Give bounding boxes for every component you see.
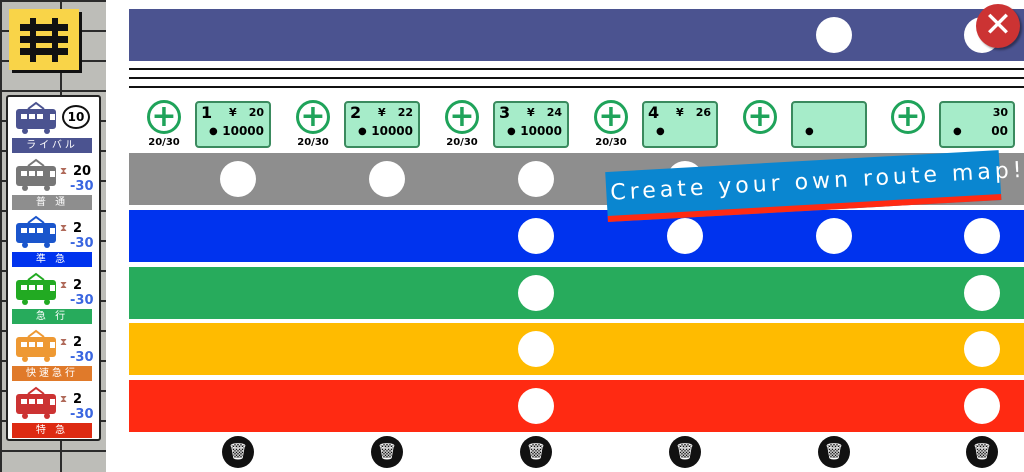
stop-marker[interactable] [369, 161, 405, 197]
stop-marker[interactable] [518, 388, 554, 424]
station-number: 3 [499, 103, 511, 122]
stop-marker[interactable] [816, 17, 852, 53]
stop-marker[interactable] [964, 218, 1000, 254]
fare: 22 [397, 106, 413, 119]
hourglass-icon: ⧗ [60, 337, 68, 348]
trash-icon[interactable]: 🗑 [669, 436, 701, 468]
stop-marker[interactable] [667, 218, 703, 254]
stop-marker[interactable] [518, 275, 554, 311]
train-count: 2 [73, 278, 83, 293]
fare: 26 [695, 106, 711, 119]
train-type-label: 準 急 [12, 252, 92, 267]
semi-express-lane[interactable] [129, 210, 1024, 262]
train-type-label: 急 行 [12, 309, 92, 324]
train-count: 2 [73, 335, 83, 350]
person-icon: ● [805, 126, 814, 137]
express-lane[interactable] [129, 267, 1024, 319]
rival-label: ライバル [12, 138, 92, 153]
station-card[interactable]: 2 ¥22 ● 10000 [344, 101, 420, 148]
fare: 20 [248, 106, 264, 119]
plus-circle-icon[interactable]: + [296, 100, 330, 134]
stop-marker[interactable] [518, 331, 554, 367]
stop-marker[interactable] [518, 218, 554, 254]
train-type-label: 普 通 [12, 195, 92, 210]
hourglass-icon: ⧗ [60, 223, 68, 234]
train-type-label: 快速急行 [12, 366, 92, 381]
station-card[interactable]: ● [791, 101, 867, 148]
hourglass-icon: ⧗ [60, 166, 68, 177]
trash-icon[interactable]: 🗑 [222, 436, 254, 468]
rival-train[interactable]: 10 ライバル [10, 99, 99, 154]
station-capacity: 20/30 [595, 137, 627, 148]
plus-circle-icon[interactable]: + [743, 100, 777, 134]
limited-express-lane[interactable] [129, 380, 1024, 432]
station-card[interactable]: 3 ¥24 ● 10000 [493, 101, 569, 148]
person-icon: ● [953, 126, 962, 137]
plus-circle-icon[interactable]: + [445, 100, 479, 134]
train-cost: -30 [70, 293, 94, 308]
train-cost: -30 [70, 350, 94, 365]
railway-track-icon[interactable] [9, 9, 79, 70]
station-card[interactable]: 4 ¥26 ● [642, 101, 718, 148]
plus-circle-icon[interactable]: + [147, 100, 181, 134]
fare: 30 [992, 106, 1008, 119]
station-card[interactable]: 30 ● 00 [939, 101, 1015, 148]
rival-count: 10 [62, 105, 90, 129]
station-capacity: 20/30 [148, 137, 180, 148]
divider [129, 77, 1024, 79]
yen-icon: ¥ [676, 106, 684, 119]
rival-lane[interactable] [129, 9, 1024, 61]
yen-icon: ¥ [229, 106, 237, 119]
plus-circle-icon[interactable]: + [594, 100, 628, 134]
train-count: 2 [73, 392, 83, 407]
hourglass-icon: ⧗ [60, 280, 68, 291]
passengers: 10000 [371, 124, 413, 138]
person-icon: ● [507, 126, 516, 137]
train-cost: -30 [70, 407, 94, 422]
train-cost: -30 [70, 236, 94, 251]
passengers: 00 [991, 124, 1008, 138]
train-cost: -30 [70, 179, 94, 194]
close-icon[interactable]: ✕ [976, 4, 1020, 48]
rapid-express-lane[interactable] [129, 323, 1024, 375]
yen-icon: ¥ [378, 106, 386, 119]
plus-circle-icon[interactable]: + [891, 100, 925, 134]
trash-icon[interactable]: 🗑 [520, 436, 552, 468]
station-number: 2 [350, 103, 362, 122]
person-icon: ● [209, 126, 218, 137]
trash-icon[interactable]: 🗑 [818, 436, 850, 468]
person-icon: ● [656, 126, 665, 137]
stop-marker[interactable] [816, 218, 852, 254]
stop-marker[interactable] [220, 161, 256, 197]
station-capacity: 20/30 [446, 137, 478, 148]
divider [129, 86, 1024, 88]
station-number: 1 [201, 103, 213, 122]
train-type-label: 特 急 [12, 423, 92, 438]
divider [129, 68, 1024, 70]
fare: 24 [546, 106, 562, 119]
yen-icon: ¥ [527, 106, 535, 119]
station-card[interactable]: 1 ¥20 ● 10000 [195, 101, 271, 148]
trash-icon[interactable]: 🗑 [966, 436, 998, 468]
trash-icon[interactable]: 🗑 [371, 436, 403, 468]
station-number: 4 [648, 103, 660, 122]
passengers: 10000 [520, 124, 562, 138]
stop-marker[interactable] [964, 275, 1000, 311]
stop-marker[interactable] [964, 388, 1000, 424]
person-icon: ● [358, 126, 367, 137]
stop-marker[interactable] [964, 331, 1000, 367]
train-count: 2 [73, 221, 83, 236]
stop-marker[interactable] [518, 161, 554, 197]
passengers: 10000 [222, 124, 264, 138]
station-capacity: 20/30 [297, 137, 329, 148]
train-count: 20 [73, 164, 92, 179]
hourglass-icon: ⧗ [60, 394, 68, 405]
